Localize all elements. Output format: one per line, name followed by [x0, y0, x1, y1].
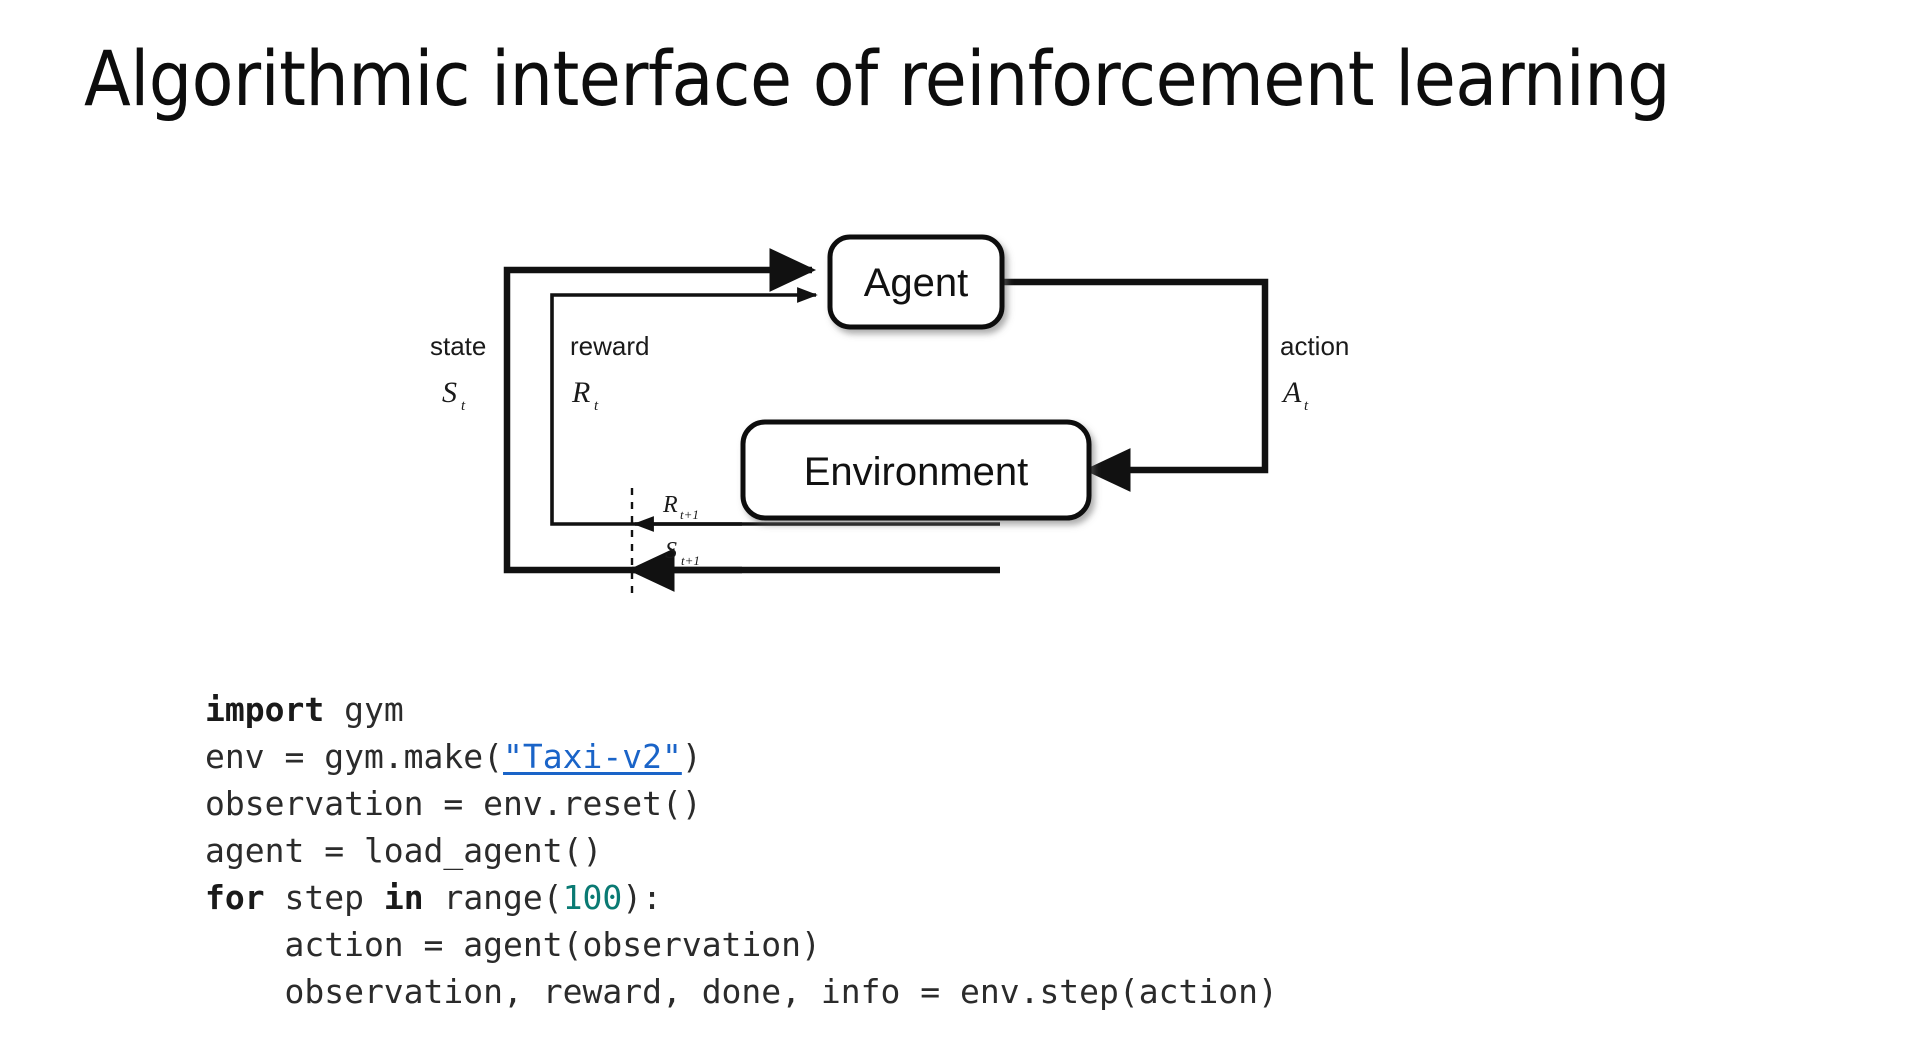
code-keyword: for [205, 878, 265, 917]
environment-box: Environment [740, 419, 1092, 521]
next-reward-symbol-label: R [662, 492, 678, 518]
next-reward-subscript-label: t+1 [680, 507, 699, 522]
code-line: observation = env.reset() [205, 780, 1278, 827]
reward-flow-path [550, 287, 1000, 526]
code-text: gym [324, 690, 404, 729]
action-subscript-label: t [1304, 398, 1309, 414]
agent-box-label: Agent [864, 261, 969, 305]
reward-symbol-label: R [571, 376, 590, 409]
rl-interaction-diagram: Agent Environment state S t reward R t [380, 200, 1500, 620]
reward-label: reward [570, 331, 649, 361]
next-reward-label-group: R t+1 [662, 492, 699, 522]
code-number: 100 [562, 878, 623, 917]
next-state-symbol-label: S [665, 538, 677, 564]
code-line: for step in range(100): [205, 874, 1278, 921]
reward-subscript-label: t [594, 398, 599, 414]
environment-box-label: Environment [804, 450, 1029, 494]
code-line: observation, reward, done, info = env.st… [205, 968, 1278, 1015]
state-subscript-label: t [461, 398, 466, 414]
code-text: range( [423, 878, 563, 917]
page-title: Algorithmic interface of reinforcement l… [84, 34, 1671, 123]
next-state-label-group: S t+1 [665, 538, 700, 568]
code-line: action = agent(observation) [205, 921, 1278, 968]
state-label-group: state S t [430, 331, 486, 414]
action-symbol-label: A [1281, 376, 1302, 409]
code-text: action = agent(observation) [205, 925, 821, 964]
state-label: state [430, 331, 486, 361]
agent-box: Agent [827, 234, 1005, 330]
code-text: agent = load_agent() [205, 831, 603, 870]
code-text: ) [681, 737, 702, 776]
env-id-link[interactable]: "Taxi-v2" [503, 737, 682, 776]
code-keyword: import [205, 690, 325, 729]
code-text: ): [622, 878, 663, 917]
code-line: import gym [205, 686, 1278, 733]
code-text: step [264, 878, 384, 917]
next-state-subscript-label: t+1 [681, 553, 700, 568]
state-symbol-label: S [442, 376, 457, 409]
code-text: observation = env.reset() [205, 784, 702, 823]
action-flow-path [1000, 278, 1269, 492]
code-text: observation, reward, done, info = env.st… [205, 972, 1278, 1011]
reward-label-group: reward R t [570, 331, 649, 414]
code-keyword: in [383, 878, 424, 917]
state-flow-path [503, 248, 1000, 574]
code-text: env = gym.make( [205, 737, 504, 776]
code-line: env = gym.make("Taxi-v2") [205, 733, 1278, 780]
action-label-group: action A t [1280, 331, 1349, 414]
code-line: agent = load_agent() [205, 827, 1278, 874]
action-label: action [1280, 331, 1349, 361]
